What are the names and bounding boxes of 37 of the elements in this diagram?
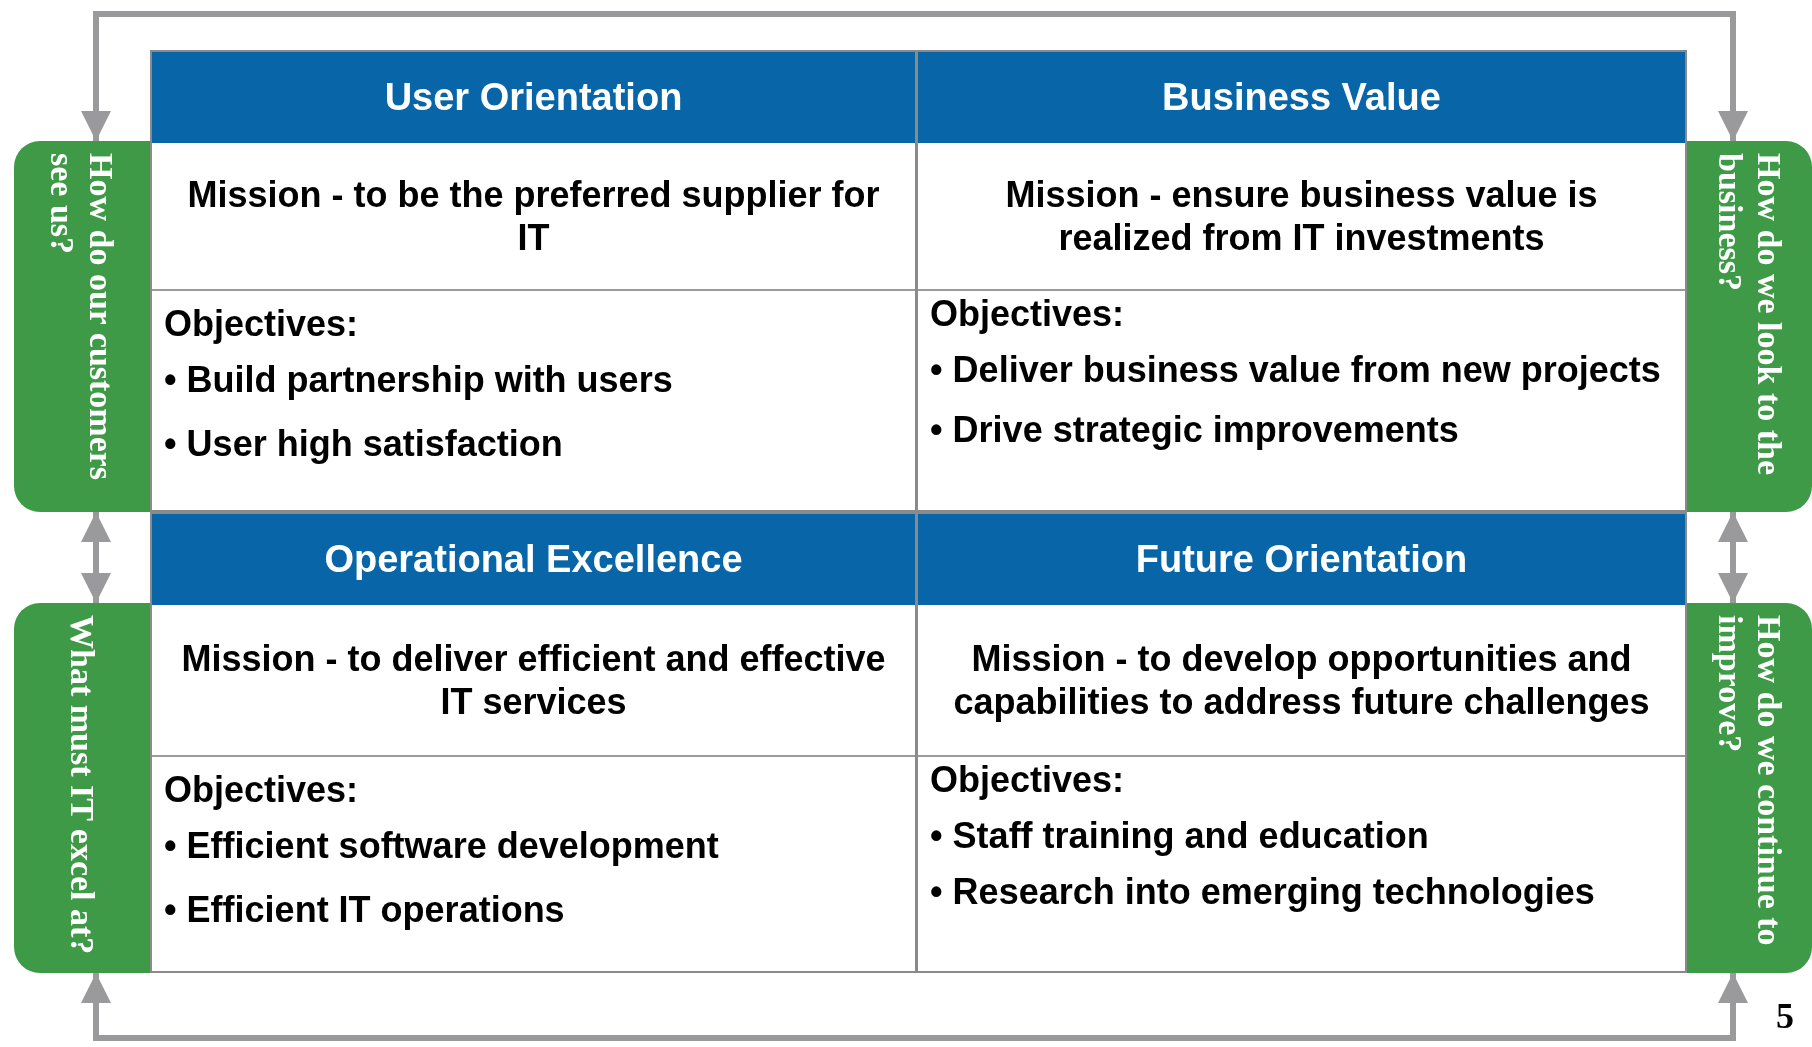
quadrant-header: Future Orientation (918, 514, 1685, 605)
objectives-heading: Objectives: (929, 761, 1126, 799)
objective-item: • Deliver business value from new projects (929, 350, 1662, 389)
mission-statement: Mission - to be the preferred supplier for IT (152, 143, 915, 291)
connector-arrow (81, 512, 111, 603)
connector-arrow (81, 973, 1748, 1041)
question-tab (14, 141, 150, 512)
question-text: How do our customers see us? (43, 153, 122, 483)
question-tab (1687, 141, 1812, 512)
quadrant-card (150, 50, 917, 512)
mission-statement: Mission - to deliver efficient and effective IT services (152, 605, 915, 757)
connector-arrow (1718, 512, 1748, 603)
quadrant-header: Operational Excellence (152, 514, 915, 605)
question-text: How do we look to the business? (1710, 153, 1789, 478)
objectives-heading: Objectives: (163, 305, 360, 343)
quadrant-header: User Orientation (152, 52, 915, 143)
question-tab (1687, 603, 1812, 973)
objective-item: • Efficient software development (163, 826, 720, 865)
objective-item: • Staff training and education (929, 816, 1430, 855)
objective-item: • User high satisfaction (163, 424, 564, 463)
objective-item: • Efficient IT operations (163, 890, 566, 929)
objectives-heading: Objectives: (929, 295, 1126, 333)
quadrant-card (916, 512, 1687, 973)
connector-arrow (81, 11, 1748, 141)
mission-statement: Mission - to develop opportunities and capabilities to address future challenges (918, 605, 1685, 757)
page-number: 5 (1776, 995, 1794, 1037)
mission-statement: Mission - ensure business value is realized from IT investments (918, 143, 1685, 291)
question-tab (14, 603, 150, 973)
quadrant-header: Business Value (918, 52, 1685, 143)
objective-item: • Research into emerging technologies (929, 872, 1596, 911)
quadrant-card (150, 512, 917, 973)
objective-item: • Build partnership with users (163, 360, 674, 399)
objective-item: • Drive strategic improvements (929, 410, 1460, 449)
question-text: What must IT excel at? (62, 615, 102, 955)
question-text: How do we continue to improve? (1710, 615, 1789, 948)
objectives-heading: Objectives: (163, 771, 360, 809)
quadrant-card (916, 50, 1687, 512)
